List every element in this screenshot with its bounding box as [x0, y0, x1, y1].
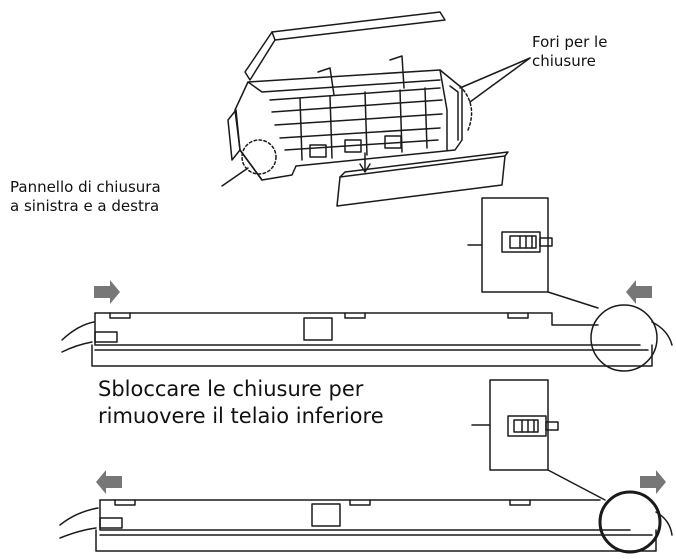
arrow-left-icon [626, 280, 652, 304]
latch-zoom-circle [590, 304, 658, 372]
frame-top-illustration [61, 312, 673, 367]
label-sbloccare-line1: Sbloccare le chiusure per [98, 377, 364, 401]
leader-line-pannello [221, 167, 249, 187]
label-pannello-line2: a sinistra e a destra [10, 196, 160, 215]
latch-zoom-circle-open [598, 490, 662, 554]
label-fori-line2: chiusure [532, 51, 596, 70]
latch-detail-open [507, 415, 559, 437]
arrow-right-icon [640, 470, 666, 494]
leader-line-fori-2 [469, 57, 531, 103]
latch-detail-closed [501, 231, 553, 253]
device-open-illustration [227, 11, 463, 181]
label-pannello-line1: Pannello di chiusura [10, 178, 161, 196]
label-sbloccare-line2: rimuovere il telaio inferiore [98, 404, 384, 429]
left-panel-highlight [241, 139, 277, 175]
latch-zoom-box [481, 197, 549, 293]
arrow-right-icon [94, 280, 120, 304]
bottom-panel [336, 155, 506, 207]
arrow-down-icon [359, 152, 371, 173]
label-fori-line1: Fori per le [532, 33, 608, 51]
leader-line-fori-1 [459, 57, 531, 89]
label-pannello-chiusura: Pannello di chiusura a sinistra e a dest… [10, 178, 161, 216]
arrow-left-icon [96, 470, 122, 494]
label-fori-chiusure: Fori per le chiusure [532, 33, 607, 71]
latch-zoom-box-open [489, 379, 549, 471]
label-sbloccare-chiusure: Sbloccare le chiusure per rimuovere il t… [98, 376, 384, 431]
frame-bottom-illustration [59, 499, 673, 552]
